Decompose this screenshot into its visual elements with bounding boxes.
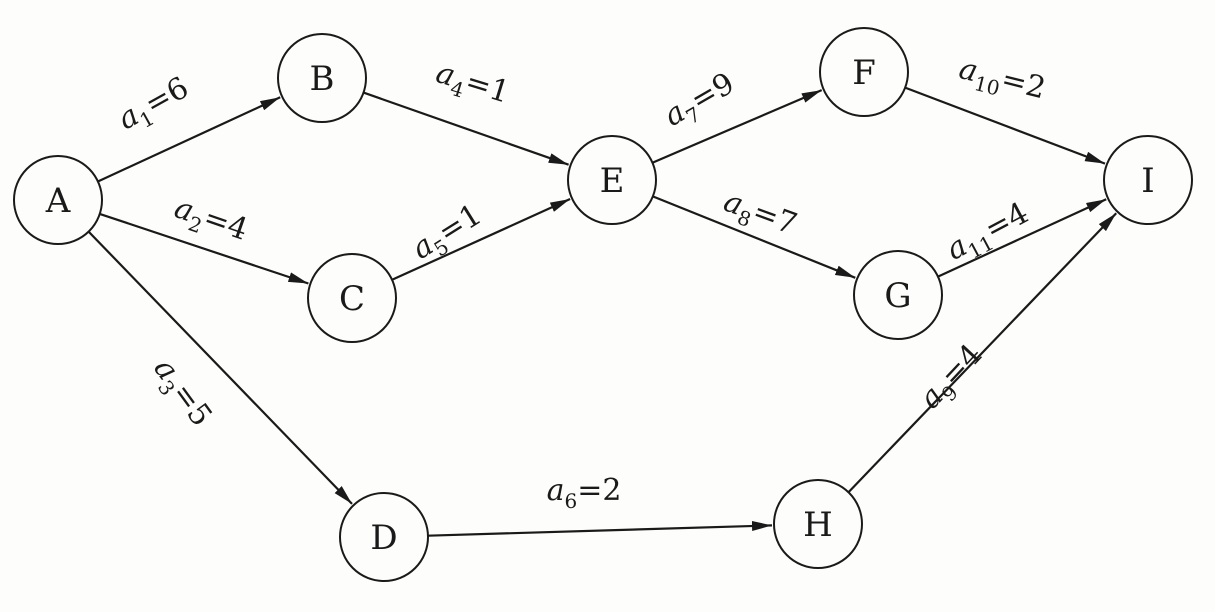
node-a: A bbox=[13, 155, 103, 245]
node-circle bbox=[773, 479, 863, 569]
edge-e-f-arrow bbox=[651, 89, 823, 164]
edge-d-h-arrow bbox=[427, 521, 773, 537]
node-circle bbox=[567, 135, 657, 225]
edge-label-a2: a2=4 bbox=[168, 190, 252, 252]
edge-e-g-arrow bbox=[652, 195, 856, 279]
node-circle bbox=[277, 33, 367, 123]
node-f: F bbox=[819, 27, 909, 117]
edge-f-i-arrow bbox=[904, 86, 1106, 165]
node-circle bbox=[1103, 135, 1193, 225]
node-label: F bbox=[852, 53, 876, 93]
edge-label-a8: a8=7 bbox=[717, 184, 801, 247]
node-circle bbox=[13, 155, 103, 245]
edge-label-a6: a6=2 bbox=[547, 473, 622, 513]
node-label: A bbox=[45, 181, 71, 221]
node-label: I bbox=[1141, 161, 1154, 201]
node-b: B bbox=[277, 33, 367, 123]
node-label: D bbox=[370, 518, 397, 558]
edge-g-i-arrow bbox=[937, 198, 1107, 278]
edge-label-a1: a1=6 bbox=[112, 70, 197, 141]
node-label: E bbox=[600, 161, 625, 201]
edge-a-b-arrow bbox=[97, 96, 281, 183]
edge-label-equals: = bbox=[577, 473, 602, 508]
edge-label-a3: a3=5 bbox=[142, 352, 218, 436]
edge-label-subscript: 10 bbox=[972, 71, 1003, 100]
node-label: C bbox=[339, 279, 365, 319]
node-label: B bbox=[310, 59, 335, 99]
node-h: H bbox=[773, 479, 863, 569]
edge-label-a9: a9=4 bbox=[913, 337, 993, 419]
edges bbox=[87, 86, 1117, 537]
edge-a-c-arrow bbox=[99, 212, 309, 285]
edge-label-a7: a7=9 bbox=[658, 66, 743, 138]
edge-h-i-arrow bbox=[847, 212, 1117, 493]
edge-a-d-arrow bbox=[87, 230, 353, 505]
edge-label-a5: a5=1 bbox=[406, 197, 491, 271]
edge-label-a11: a11=4 bbox=[941, 196, 1037, 272]
edge-c-e-arrow bbox=[391, 197, 571, 281]
node-circle bbox=[819, 27, 909, 117]
node-c: C bbox=[307, 253, 397, 343]
edge-label-variable: a bbox=[547, 473, 565, 508]
nodes: A B C D E F G H I bbox=[13, 27, 1193, 582]
node-circle bbox=[853, 250, 943, 340]
node-d: D bbox=[339, 492, 429, 582]
node-label: G bbox=[884, 276, 911, 316]
edge-label-a10: a10=2 bbox=[954, 51, 1049, 111]
node-e: E bbox=[567, 135, 657, 225]
edge-label-a4: a4=1 bbox=[430, 55, 513, 115]
node-g: G bbox=[853, 250, 943, 340]
node-circle bbox=[339, 492, 429, 582]
edge-label-weight: 2 bbox=[602, 473, 621, 508]
node-label: H bbox=[803, 505, 833, 545]
node-circle bbox=[307, 253, 397, 343]
edge-label-subscript: 6 bbox=[564, 489, 577, 513]
edge-b-e-arrow bbox=[363, 91, 569, 166]
node-i: I bbox=[1103, 135, 1193, 225]
